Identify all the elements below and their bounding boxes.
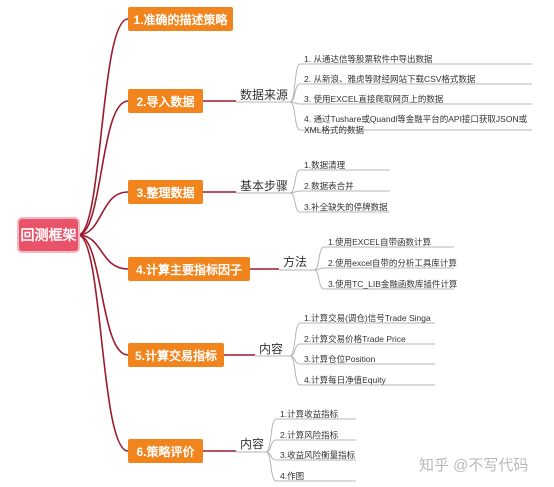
leaf-item: 1. 从通达信等股票软件中导出数据 [304, 54, 433, 64]
connector [289, 101, 301, 131]
leaf-item: 4.计算每日净值Equity [304, 375, 386, 385]
connector [77, 100, 129, 236]
leaf-item: 1.计算交易(调仓)信号Trade Singa [304, 313, 431, 323]
leaf-item: 1.使用EXCEL自带函数计算 [328, 237, 431, 247]
leaf-item: 2.计算风险指标 [280, 430, 339, 440]
connector [313, 269, 325, 290]
leaf-item: 2.计算交易价格Trade Price [304, 334, 406, 344]
category-content-trade: 内容 [259, 342, 284, 356]
connector [265, 439, 277, 453]
category-basic-steps: 基本步骤 [240, 179, 289, 193]
connector [265, 418, 277, 453]
branch-strategy-evaluation[interactable]: 6.策略评价 [128, 439, 203, 463]
connector [289, 83, 301, 103]
connector [77, 234, 129, 452]
connector [289, 169, 301, 194]
leaf-item: 1.计算收益指标 [280, 409, 339, 419]
leaf-item: 3.补全缺失的停牌数据 [304, 202, 388, 212]
root-node[interactable]: 回测框架 [19, 219, 78, 251]
branch-describe-strategy[interactable]: 1.准确的描述策略 [128, 7, 233, 31]
connector [77, 191, 129, 236]
leaf-item: 3.收益风险衡量指标 [280, 450, 356, 460]
category-method: 方法 [283, 255, 308, 269]
branch-organize-data[interactable]: 3.整理数据 [128, 180, 203, 204]
branch-compute-factors[interactable]: 4.计算主要指标因子 [128, 257, 250, 281]
connector [289, 192, 301, 213]
leaf-item: 4. 通过Tushare或Quandl等金融平台的API接口获取JSON或 XM… [304, 114, 528, 135]
leaf-item: 4.作图 [280, 471, 305, 481]
connector [289, 63, 301, 103]
branch-import-data[interactable]: 2.导入数据 [128, 89, 203, 113]
connector [77, 18, 129, 236]
category-content-eval: 内容 [240, 437, 265, 451]
leaf-item: 2.数据表合并 [304, 181, 354, 191]
leaf-item: 2.使用excel自带的分析工具库计算 [328, 258, 457, 268]
category-data-source: 数据来源 [240, 88, 289, 102]
connector [289, 355, 301, 386]
connector [289, 343, 301, 357]
leaf-item: 3. 使用EXCEL直接爬取网页上的数据 [304, 94, 444, 104]
connector [265, 451, 277, 482]
watermark: 知乎 @不写代码 [419, 457, 529, 474]
branch-trade-indicators[interactable]: 5.计算交易指标 [128, 343, 224, 367]
leaf-item: 3.使用TC_LIB金融函数库插件计算 [328, 279, 458, 289]
connector [77, 234, 129, 356]
connector [77, 234, 129, 270]
connector [313, 246, 325, 271]
leaf-item: 1.数据清理 [304, 160, 346, 170]
connector [289, 322, 301, 357]
leaf-item: 3.计算仓位Position [304, 354, 376, 364]
leaf-item: 2. 从新浪、雅虎等财经网站下载CSV格式数据 [304, 74, 476, 84]
